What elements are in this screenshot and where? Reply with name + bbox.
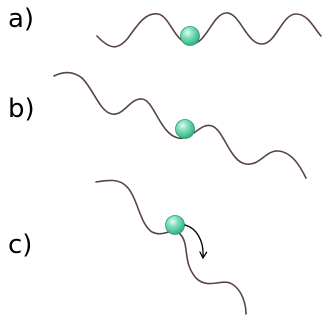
panel-c-particle: [166, 216, 185, 235]
panel-b-label: b): [8, 94, 35, 124]
panel-c: c): [8, 180, 246, 314]
panel-a-label: a): [8, 4, 34, 34]
panel-b-particle: [176, 120, 195, 139]
panel-b: b): [8, 73, 306, 179]
panel-a: a): [8, 4, 321, 47]
panel-c-label: c): [8, 230, 32, 260]
panel-a-particle: [181, 27, 200, 46]
panel-c-escape-arrow: [185, 225, 203, 257]
panel-c-landscape-curve: [96, 180, 246, 314]
panel-a-landscape-curve: [97, 13, 321, 47]
